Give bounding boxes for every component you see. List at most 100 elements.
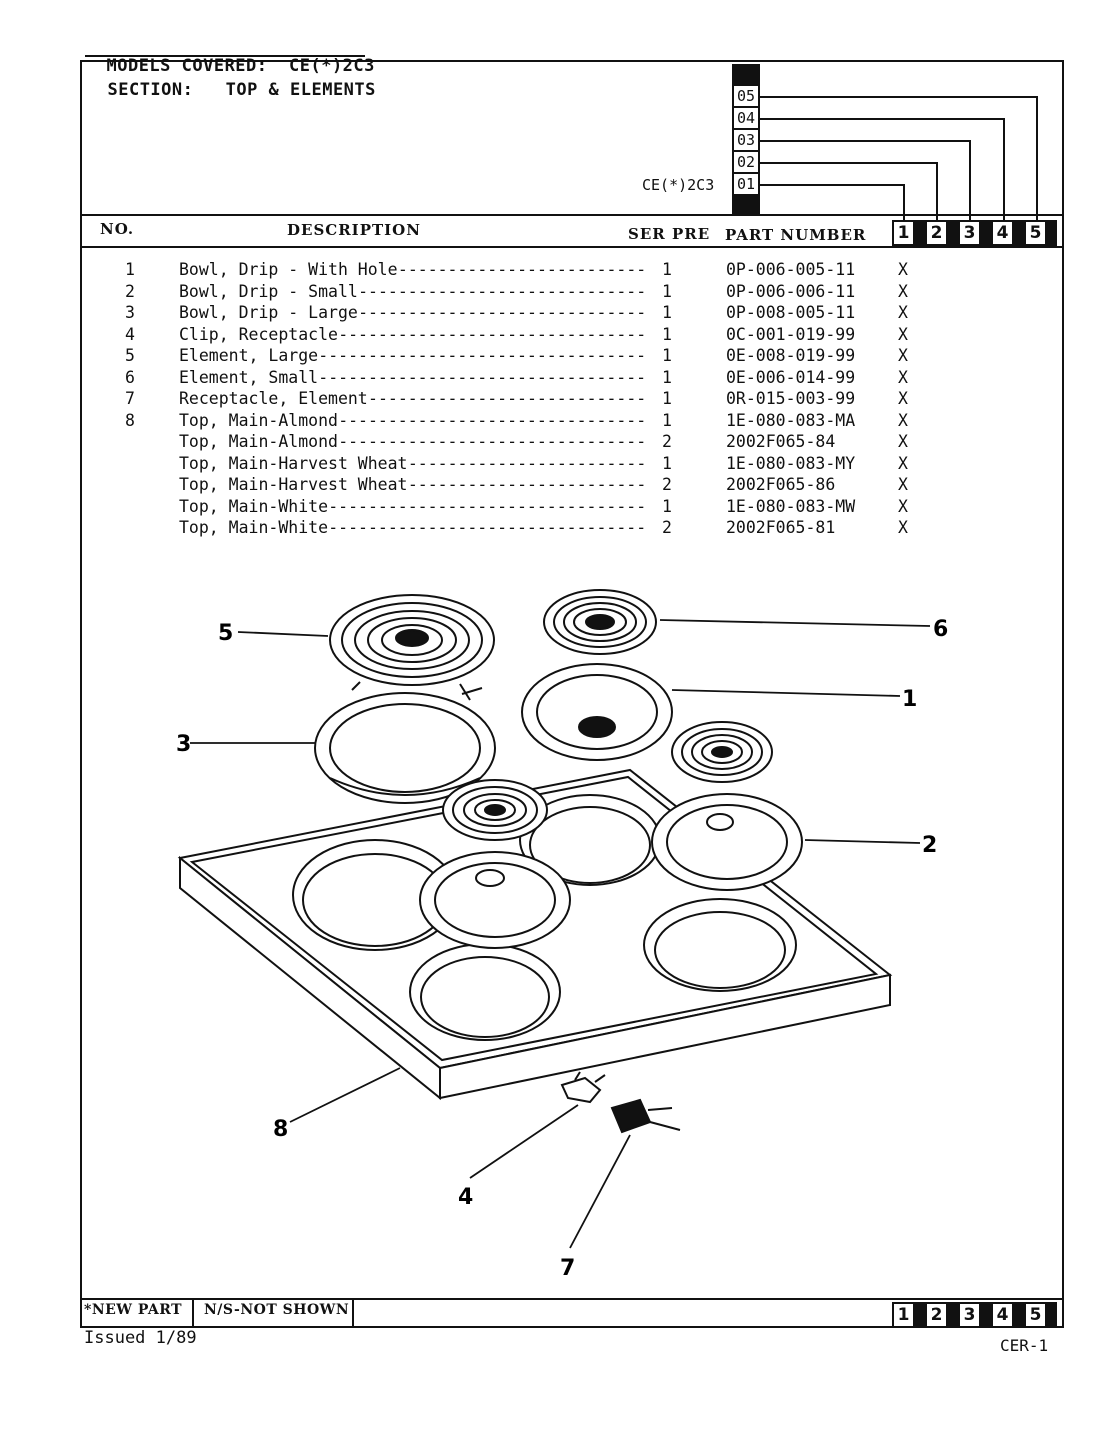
part-number: 0P-008-005-11 — [726, 303, 856, 322]
drip-bowl-small — [419, 793, 803, 949]
callout-5: 5 — [218, 621, 233, 646]
part-ser-pre: 1 — [662, 410, 672, 430]
callout-3: 3 — [176, 732, 191, 757]
part-number: 0P-006-006-11 — [726, 281, 856, 301]
part-no: 6 — [125, 367, 135, 387]
col-description: DESCRIPTION — [287, 221, 421, 239]
footer-model-col-4: 4 — [991, 1302, 1014, 1328]
leader-dashes: -------------------------------- — [328, 518, 647, 537]
part-model-mark: X — [898, 281, 908, 301]
part-model-mark: X — [898, 475, 908, 494]
leader-dashes: ------------------------------- — [338, 432, 647, 451]
part-description: Top, Main-Harvest Wheat — [179, 453, 408, 473]
callout-6: 6 — [933, 617, 948, 642]
part-number: 0E-006-014-99 — [726, 367, 856, 387]
part-model-mark: X — [898, 346, 908, 365]
model-code-02: 02 — [734, 152, 758, 172]
page-code: CER-1 — [1000, 1336, 1049, 1355]
part-description: Top, Main-Almond — [179, 410, 338, 430]
callout-2: 2 — [922, 833, 937, 858]
model-code-01: 01 — [734, 174, 758, 194]
part-ser-pre: 1 — [662, 260, 672, 279]
part-ser-pre: 2 — [662, 518, 672, 537]
receptacle-clip — [560, 1071, 606, 1104]
issued-date: Issued 1/89 — [84, 1328, 197, 1348]
callout-4: 4 — [458, 1185, 473, 1210]
part-number: 1E-080-083-MY — [726, 453, 856, 473]
part-ser-pre: 1 — [662, 324, 672, 344]
part-no: 3 — [125, 303, 135, 322]
part-number: 2002F065-86 — [726, 475, 836, 494]
part-ser-pre: 1 — [662, 367, 672, 387]
part-model-mark: X — [898, 324, 908, 344]
part-description: Top, Main-White — [179, 496, 329, 516]
model-col-2: 2 — [925, 220, 948, 246]
model-col-3: 3 — [958, 220, 981, 246]
part-number: 0C-001-019-99 — [726, 324, 856, 344]
part-description: Bowl, Drip - With Hole — [179, 260, 398, 279]
drip-bowl-with-hole — [521, 663, 673, 761]
parts-row: Top, Main-White-------------------------… — [0, 497, 1100, 518]
part-number: 2002F065-84 — [726, 432, 836, 451]
parts-row: Top, Main-Harvest Wheat-----------------… — [0, 475, 1100, 496]
page-frame — [80, 60, 1064, 1328]
header-rule-bottom — [82, 246, 1062, 248]
part-number: 0P-006-005-11 — [726, 260, 856, 279]
part-model-mark: X — [898, 410, 908, 430]
leader-dashes: -------------------------------- — [328, 496, 647, 516]
footer-model-col-1: 1 — [892, 1302, 915, 1328]
leader-dashes: --------------------------------- — [318, 367, 647, 387]
part-description: Element, Large — [179, 346, 319, 365]
part-no: 2 — [125, 281, 135, 301]
leader-dashes: ----------------------------- — [358, 281, 647, 301]
parts-row: 3 Bowl, Drip - Large---------------------… — [0, 303, 1100, 324]
part-no: 7 — [125, 389, 135, 408]
footer-model-col-2: 2 — [925, 1302, 948, 1328]
section-label: SECTION: — [107, 80, 194, 100]
part-description: Top, Main-Harvest Wheat — [179, 475, 408, 494]
model-col-5: 5 — [1024, 220, 1047, 246]
part-description: Top, Main-Almond — [179, 432, 338, 451]
callout-7: 7 — [560, 1256, 575, 1281]
part-description: Clip, Receptacle — [179, 324, 338, 344]
element-small — [442, 589, 773, 841]
part-no: 5 — [125, 346, 135, 365]
receptacle-element — [610, 1098, 681, 1134]
header-rule-top — [82, 214, 1062, 216]
model-col-4: 4 — [991, 220, 1014, 246]
leader-dashes: ------------------------ — [407, 475, 647, 494]
element-large — [329, 594, 495, 701]
model-code-04: 04 — [734, 108, 758, 128]
part-number: 1E-080-083-MA — [726, 410, 856, 430]
part-model-mark: X — [898, 518, 908, 537]
section-line: SECTION: TOP & ELEMENTS — [86, 60, 376, 100]
leader-dashes: ----------------------------- — [358, 303, 647, 322]
leader-dashes: ---------------------------- — [368, 389, 647, 408]
leader-dashes: ------------------------------- — [338, 324, 647, 344]
part-description: Bowl, Drip - Large — [179, 303, 358, 322]
part-model-mark: X — [898, 432, 908, 451]
callout-leaders — [190, 619, 931, 1249]
callout-1: 1 — [902, 687, 917, 712]
part-number: 0R-015-003-99 — [726, 389, 856, 408]
part-ser-pre: 1 — [662, 389, 672, 408]
footer-new-part: *NEW PART — [84, 1302, 183, 1318]
part-model-mark: X — [898, 389, 908, 408]
part-ser-pre: 1 — [662, 281, 672, 301]
model-name: CE(*)2C3 — [642, 176, 715, 194]
footer-model-col-5: 5 — [1024, 1302, 1047, 1328]
drip-bowl-large — [314, 692, 496, 804]
part-model-mark: X — [898, 260, 908, 279]
part-ser-pre: 1 — [662, 496, 672, 516]
part-ser-pre: 1 — [662, 453, 672, 473]
model-code-05: 05 — [734, 86, 758, 106]
part-number: 1E-080-083-MW — [726, 496, 856, 516]
part-no: 8 — [125, 410, 135, 430]
model-col-1: 1 — [892, 220, 915, 246]
part-description: Top, Main-White — [179, 518, 329, 537]
